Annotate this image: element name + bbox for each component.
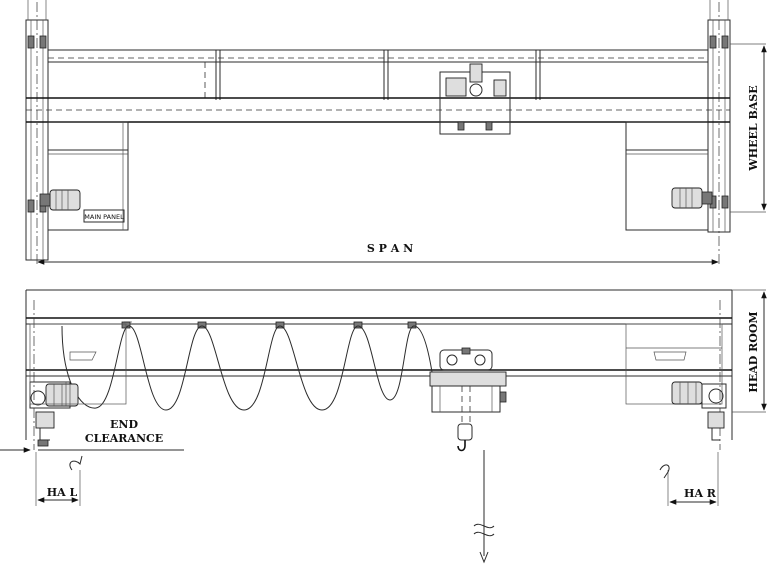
left-walkway-elevation	[29, 323, 127, 405]
end-clearance-dimension: END CLEARANCE	[0, 418, 184, 453]
festoon-cable	[61, 325, 433, 411]
elevation-view: HEAD ROOM END CLEARANCE HA L HA R	[0, 289, 767, 564]
hook-block	[457, 423, 495, 564]
main-girder-plan	[26, 97, 730, 123]
ha-right-label: HA R	[684, 487, 717, 500]
right-end-carriage	[707, 0, 731, 264]
span-label: S P A N	[367, 242, 413, 255]
head-room-label: HEAD ROOM	[747, 311, 760, 392]
ha-right-dimension: HA R	[659, 452, 719, 506]
end-clearance-label-2: CLEARANCE	[85, 432, 163, 445]
main-panel-label: MAIN PANEL	[84, 213, 124, 221]
trolley-elevation	[429, 347, 507, 424]
span-dimension: S P A N	[37, 242, 719, 265]
festoon-left-drop	[69, 351, 97, 361]
ha-left-label: HA L	[47, 486, 78, 499]
main-panel-box	[83, 209, 125, 223]
trolley-plan	[439, 63, 511, 135]
wheel-base-label: WHEEL BASE	[747, 85, 760, 171]
left-platform: MAIN PANEL	[47, 121, 129, 231]
wheel-base-dimension: WHEEL BASE	[730, 43, 767, 213]
left-end-carriage	[25, 0, 49, 264]
right-lt-motor	[671, 187, 713, 209]
left-lt-motor	[39, 189, 81, 211]
right-platform	[625, 121, 709, 231]
left-end-truck-elevation	[29, 300, 79, 450]
ha-left-dimension: HA L	[35, 452, 83, 506]
right-end-truck-elevation	[625, 300, 727, 450]
plan-view: MAIN PANEL WHEEL BAS	[25, 0, 767, 265]
main-girder-elevation	[26, 317, 732, 377]
upper-rail	[48, 49, 708, 100]
head-room-dimension: HEAD ROOM	[732, 289, 767, 413]
end-clearance-label-1: END	[110, 418, 138, 431]
